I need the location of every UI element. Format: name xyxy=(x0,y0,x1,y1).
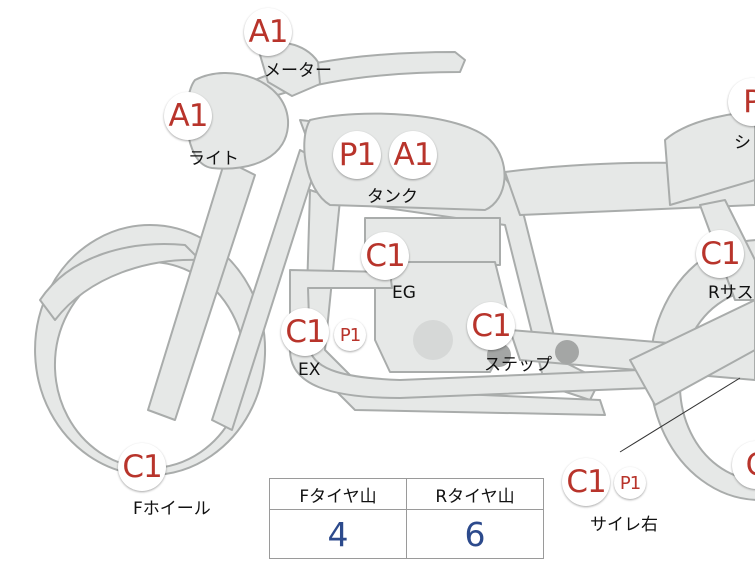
ex-badge-p1: P1 xyxy=(334,319,366,351)
rear-tire-value: 6 xyxy=(406,509,544,559)
rsus-badge-c1: C1 xyxy=(696,230,744,278)
silencer-badge-p1: P1 xyxy=(614,467,646,499)
front-fork xyxy=(147,159,256,421)
tank-badge-p1: P1 xyxy=(333,131,381,179)
tire-tread-table: Fタイヤ山 Rタイヤ山 4 6 xyxy=(269,478,544,559)
engine-case-cover xyxy=(413,320,453,360)
step-badge-c1: C1 xyxy=(467,302,515,350)
light-label: ライト xyxy=(188,149,239,169)
eg-badge-c1: C1 xyxy=(361,232,409,280)
side-cover xyxy=(664,111,755,206)
silencer xyxy=(629,299,755,406)
seat-label: シ xyxy=(734,133,751,153)
front-tire-header: Fタイヤ山 xyxy=(269,478,407,510)
rsus-label: Rサス xyxy=(708,283,754,303)
fwheel-badge-c1: C1 xyxy=(118,443,166,491)
ex-label: EX xyxy=(298,360,321,380)
tank-label: タンク xyxy=(367,187,418,207)
light-badge-a1: A1 xyxy=(164,92,212,140)
rwheel-badge-c: C xyxy=(732,441,755,489)
leader-line xyxy=(619,377,741,453)
meter-label: メーター xyxy=(264,61,332,81)
rear-tire-header: Rタイヤ山 xyxy=(406,478,544,510)
fwheel-label: Fホイール xyxy=(133,499,211,519)
step-label: ステップ xyxy=(484,355,552,375)
silencer-badge-c1: C1 xyxy=(562,458,610,506)
silencer-label: サイレ右 xyxy=(590,515,658,535)
meter-badge-a1: A1 xyxy=(244,8,292,56)
front-tire-value: 4 xyxy=(269,509,407,559)
front-fender xyxy=(39,243,201,321)
ex-badge-c1: C1 xyxy=(281,308,329,356)
step-peg-2 xyxy=(555,340,579,364)
eg-label: EG xyxy=(392,283,416,303)
tank-badge-a1: A1 xyxy=(389,131,437,179)
